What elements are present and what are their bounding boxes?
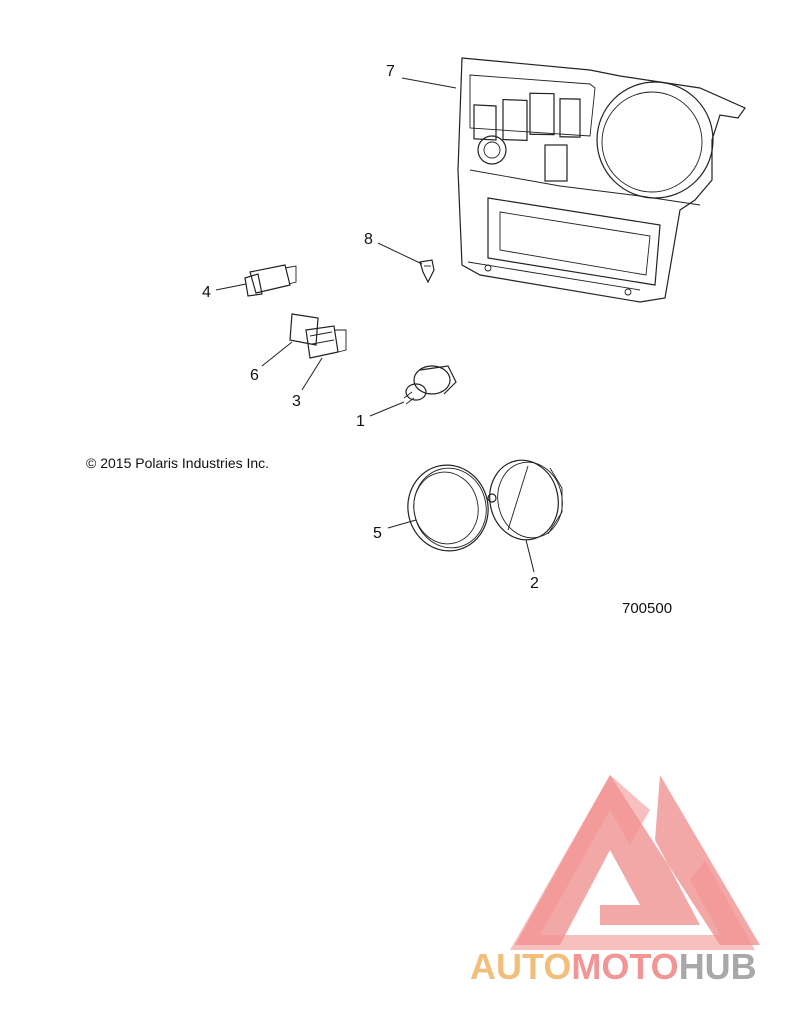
callout-6: 6 bbox=[250, 367, 259, 384]
watermark-text: AUTOMOTOHUB bbox=[470, 946, 757, 988]
callout-1: 1 bbox=[356, 413, 365, 430]
figure-number: 700500 bbox=[622, 600, 673, 617]
callout-7: 7 bbox=[386, 63, 395, 80]
callout-5: 5 bbox=[373, 525, 382, 542]
push-rivet-part-8 bbox=[419, 259, 435, 284]
switch-part-4 bbox=[244, 264, 297, 297]
callout-3: 3 bbox=[292, 393, 301, 410]
callout-2: 2 bbox=[530, 575, 539, 592]
watermark-logo bbox=[510, 775, 760, 950]
rocker-switch-part-3 bbox=[305, 325, 347, 359]
bezel-ring-part-5 bbox=[407, 464, 489, 552]
watermark-hub: HUB bbox=[678, 946, 757, 987]
gauge-part-2 bbox=[487, 459, 563, 541]
rocker-switch-part-6 bbox=[289, 313, 319, 346]
watermark-auto: AUTO bbox=[470, 946, 572, 987]
leader-lines bbox=[215, 77, 535, 573]
callout-4: 4 bbox=[202, 284, 211, 301]
copyright-notice: © 2015 Polaris Industries Inc. bbox=[86, 455, 270, 471]
dash-panel-part-7 bbox=[457, 57, 746, 303]
callout-8: 8 bbox=[364, 231, 373, 248]
watermark-moto: MOTO bbox=[571, 946, 679, 987]
ignition-switch-part-1 bbox=[403, 365, 457, 405]
